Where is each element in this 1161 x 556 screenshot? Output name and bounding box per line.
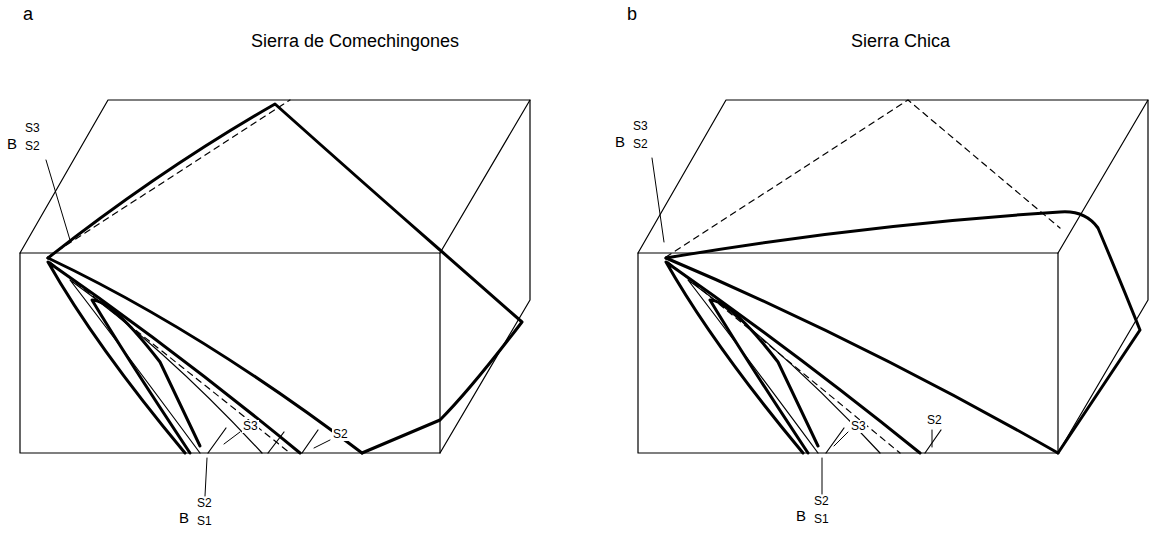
structure-symbol: B (178, 510, 190, 527)
fold-surface (666, 212, 1140, 453)
panel-letter: b (626, 5, 638, 25)
panel-title: Sierra de Comechingones (250, 32, 460, 52)
block-diagram-b (638, 100, 1148, 494)
leader-line (46, 160, 330, 496)
structure-index: S1 (196, 515, 213, 528)
panel-letter: a (22, 5, 34, 25)
axial-plane-trace (666, 100, 1060, 453)
foliation-label: S2 (332, 428, 349, 441)
structure-index: S2 (813, 495, 830, 508)
foliation-label: S3 (850, 420, 867, 433)
structure-index: S2 (196, 497, 213, 510)
fold-surface (48, 104, 522, 453)
leader-line (652, 158, 932, 494)
structure-index: S2 (632, 138, 649, 151)
fold-layer (70, 280, 318, 453)
structure-symbol: B (614, 134, 626, 151)
block-outline (20, 100, 530, 453)
structure-index: S2 (24, 140, 41, 153)
panel-title: Sierra Chica (850, 32, 951, 52)
block-outline (638, 100, 1148, 453)
structure-symbol: B (6, 136, 18, 153)
structure-index: S1 (813, 513, 830, 526)
fold-layer (688, 280, 941, 453)
foliation-label: S2 (926, 414, 943, 427)
block-diagram-a (20, 100, 530, 496)
structure-index: S3 (632, 120, 649, 133)
structure-index: S3 (24, 122, 41, 135)
foliation-label: S3 (242, 420, 259, 433)
structure-symbol: B (795, 508, 807, 525)
